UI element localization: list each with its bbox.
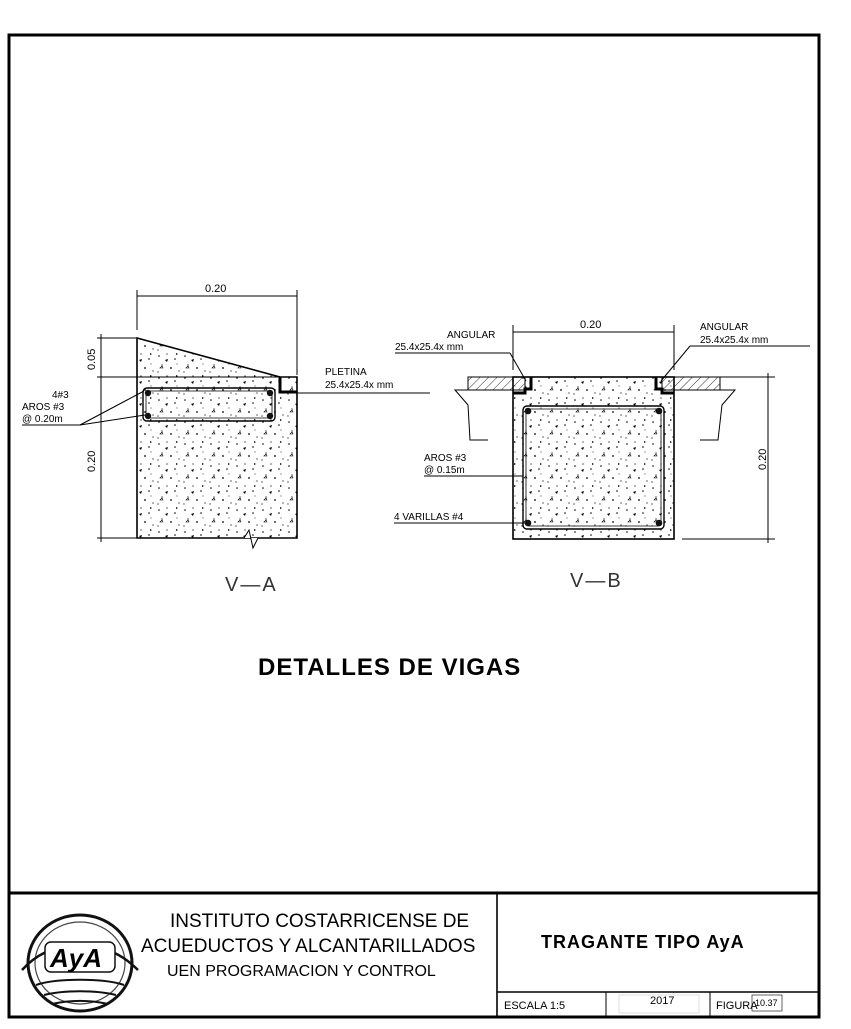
beam-vb-bars-label: 4 VARILLAS #4 [394,512,464,523]
beam-va-section-name: V—A [225,574,278,596]
beam-va-width-dim: 0.20 [205,283,226,295]
project-title: TRAGANTE TIPO AyA [541,932,745,952]
figure-number: 10.37 [755,998,778,1008]
institution-line1: INSTITUTO COSTARRICENSE DE [170,911,469,932]
year-value: 2017 [650,995,674,1007]
beam-vb-section: 0.20 0.20 ANGULAR 25.4x25.4x mm ANGULAR … [394,319,810,592]
beam-vb-stirrup [522,405,665,530]
beam-vb-width-dim: 0.20 [580,319,601,331]
beam-va-stirrups-label: AROS #3 [22,402,65,413]
institution-line2: ACUEDUCTOS Y ALCANTARILLADOS [141,936,475,957]
beam-va-stirrup [142,387,276,422]
beam-vb-angle-left-size: 25.4x25.4x mm [395,342,463,353]
beam-vb-concrete [512,376,675,540]
scale-label: ESCALA 1:5 [504,1000,565,1012]
beam-va-plate-size: 25.4x25.4x mm [325,380,393,391]
beam-va-bars-label: 4#3 [52,390,69,401]
drawing-main-title: DETALLES DE VIGAS [258,654,521,681]
beam-va-break-line [230,528,272,550]
beam-vb-angle-right [654,377,674,395]
beam-vb-angle-left [513,377,533,395]
institution-line3: UEN PROGRAMACION Y CONTROL [167,963,436,980]
logo-text: AyA [49,943,102,973]
beam-vb-angle-left-label: ANGULAR [447,330,495,341]
beam-va-rebar [266,389,274,397]
beam-va-concrete [136,336,298,539]
aya-logo: AyA [21,913,139,1013]
beam-va-rebar [266,412,274,420]
beam-vb-rebar [524,407,532,415]
beam-vb-rebar [655,407,663,415]
beam-va-rebar [144,412,152,420]
beam-va-height-dim: 0.20 [86,451,98,472]
beam-vb-height-dim: 0.20 [757,449,769,470]
beam-vb-section-name: V—B [570,570,623,592]
beam-vb-stirrups-spacing: @ 0.15m [424,465,465,476]
beam-vb-angle-right-label: ANGULAR [700,322,748,333]
beam-va-rebar [144,389,152,397]
beam-vb-rebar [655,519,663,527]
beam-vb-angle-right-size: 25.4x25.4x mm [700,335,768,346]
beam-va-section: 0.20 0.05 0.20 4#3 AROS #3 @ 0.20m PLETI… [22,283,430,596]
title-block: AyA INSTITUTO COSTARRICENSE DE ACUEDUCTO… [9,891,819,1017]
beam-va-stirrups-spacing: @ 0.20m [22,414,63,425]
beam-va-top-dim: 0.05 [86,349,98,370]
sheet-border [7,33,821,1019]
beam-va-plate [278,377,297,394]
beam-va-plate-label: PLETINA [325,367,367,378]
figure-label: FIGURA [716,1000,758,1012]
beam-vb-rebar [524,519,532,527]
beam-vb-stirrups-label: AROS #3 [424,453,467,464]
